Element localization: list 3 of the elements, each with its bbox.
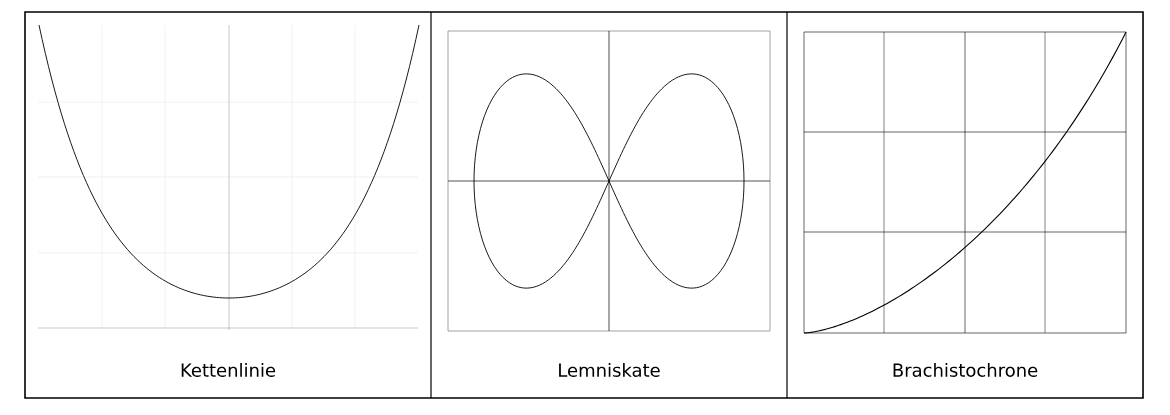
caption: Brachistochrone [893,363,1038,377]
caption: Kettenlinie [181,363,276,377]
caption: Lemniskate [559,363,660,377]
